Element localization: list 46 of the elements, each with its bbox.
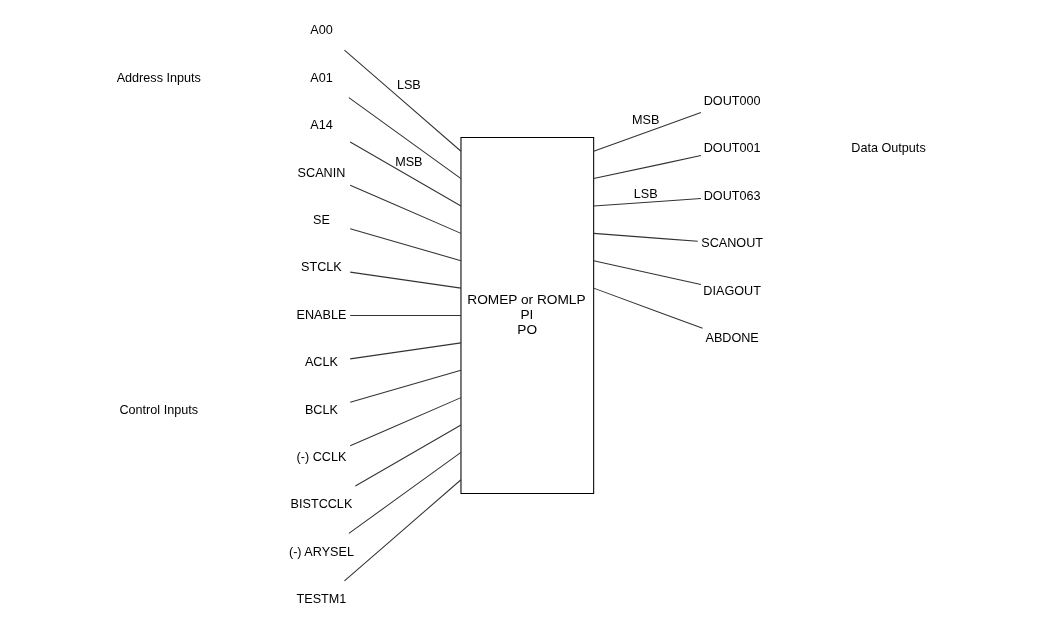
connector (343, 49, 461, 152)
node-box: ROMEP or ROMLP PI PO (459, 137, 594, 494)
node-text: SCANIN (297, 165, 345, 180)
node-text: BISTCCLK (290, 497, 352, 512)
node-text: SCANOUT (700, 236, 763, 251)
connector (349, 369, 461, 403)
node-text: ENABLE (296, 307, 346, 322)
label: Control Inputs (118, 402, 198, 417)
connector (349, 228, 461, 262)
connector (592, 112, 701, 152)
node-text: ABDONE (704, 330, 759, 345)
node-text: SE (312, 212, 330, 227)
node-text: BCLK (304, 402, 338, 417)
connector (343, 479, 461, 582)
node-text: DOUT063 (703, 188, 761, 203)
connector (592, 155, 701, 180)
connector (347, 451, 461, 534)
label: Data Outputs (850, 141, 926, 156)
connector (347, 97, 461, 180)
connector (592, 287, 703, 329)
connector (349, 342, 461, 360)
edge-label: LSB (633, 187, 658, 202)
node-text: A00 (309, 23, 333, 38)
connector (354, 424, 461, 487)
connector (592, 232, 698, 242)
connector (349, 184, 461, 234)
connector (349, 271, 461, 289)
edge-label: LSB (396, 77, 421, 92)
node-text: STCLK (300, 260, 342, 275)
node-text: DIAGOUT (702, 283, 761, 298)
connector (592, 260, 701, 286)
connector (349, 141, 461, 207)
node-text: A01 (309, 70, 333, 85)
node-text: DOUT000 (703, 94, 761, 108)
edge-label: MSB (394, 154, 423, 169)
edge-label: MSB (631, 113, 659, 128)
connector (349, 397, 461, 447)
label: Address Inputs (116, 70, 201, 85)
node-text: (-) CCLK (296, 449, 346, 464)
node-text: (-) ARYSEL (288, 544, 354, 559)
node-text: DOUT001 (703, 141, 761, 156)
connector (349, 314, 461, 317)
node-text: TESTM1 (296, 592, 346, 607)
node-text: ACLK (304, 355, 338, 370)
node-text: A14 (309, 118, 333, 133)
connector (592, 198, 701, 207)
